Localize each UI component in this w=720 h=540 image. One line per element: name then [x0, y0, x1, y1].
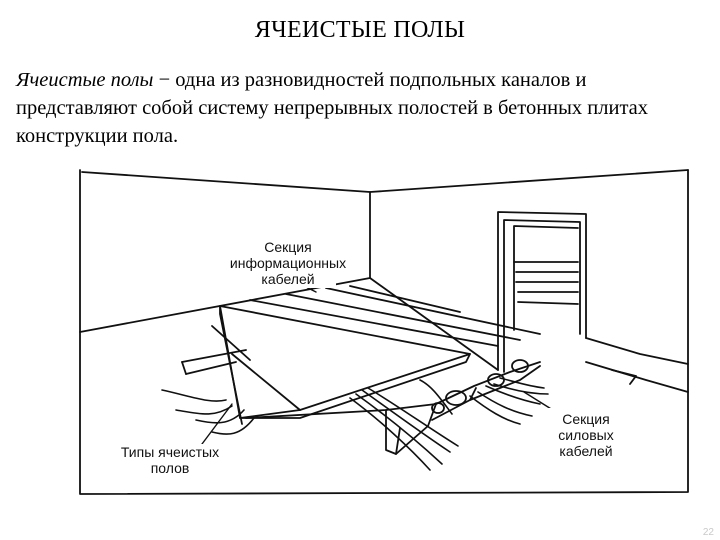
floor-planks — [211, 285, 541, 425]
label-cell-types-line2: полов — [151, 460, 190, 476]
term-cellular-floors: Ячеистые полы — [16, 69, 154, 91]
cellular-deck — [181, 349, 541, 455]
cables — [161, 377, 549, 471]
cell-opening — [445, 390, 467, 406]
label-power-cables: Секция силовых кабелей — [548, 408, 628, 462]
label-power-cables-line3: кабелей — [559, 443, 612, 459]
cell-opening — [431, 402, 445, 414]
definition-text: − одна из разновидностей подпольных кана… — [16, 69, 649, 147]
label-info-cables: Секция информационных кабелей — [228, 236, 346, 288]
label-info-cables-line3: кабелей — [261, 271, 314, 287]
label-info-cables-line2: информационных — [230, 255, 346, 271]
cell-opening — [487, 373, 505, 387]
label-cell-types: Типы ячеистых полов — [110, 444, 236, 478]
wall-top-edge — [81, 169, 689, 193]
cell-opening — [511, 359, 529, 373]
slide-title: ЯЧЕИСТЫЕ ПОЛЫ — [254, 17, 466, 43]
label-power-cables-line1: Секция — [562, 411, 609, 427]
label-cell-types-line1: Типы ячеистых — [121, 444, 219, 460]
page-number: 22 — [702, 527, 714, 538]
description-paragraph: Ячеистые полы − одна из разновидностей п… — [16, 66, 706, 150]
label-info-cables-line1: Секция — [264, 239, 311, 255]
doorway — [497, 211, 689, 393]
label-power-cables-line2: силовых — [558, 427, 613, 443]
